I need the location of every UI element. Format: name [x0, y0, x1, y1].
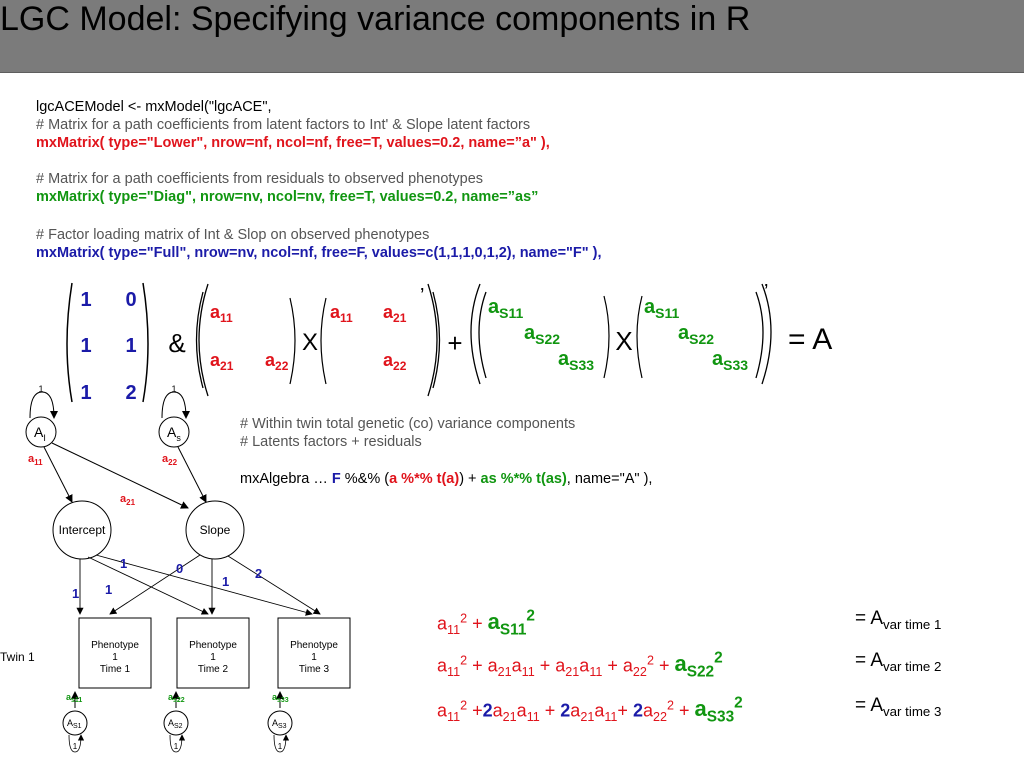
- svg-text:a21: a21: [120, 493, 136, 507]
- svg-text:Intercept: Intercept: [59, 523, 106, 537]
- f-cell-31: 1: [80, 382, 91, 404]
- svg-text:1: 1: [278, 742, 283, 751]
- equation-time-3: a112 +2a21a11 + 2a21a11+ 2a222 + aS332: [437, 695, 743, 726]
- code-comment-as: # Matrix for a path coefficients from re…: [36, 171, 484, 187]
- svg-text:1: 1: [311, 652, 317, 663]
- phenotype-box-1: [78, 617, 152, 689]
- code-line-model: lgcACEModel <- mxModel("lgcACE",: [36, 99, 272, 115]
- f-cell-22: 1: [125, 335, 136, 357]
- svg-text:AI: AI: [34, 424, 46, 443]
- equation-time-1: a112 + aS112: [437, 608, 535, 639]
- svg-text:As: As: [167, 424, 181, 443]
- ampersand-operator: &: [168, 328, 185, 358]
- svg-text:Phenotype: Phenotype: [290, 640, 338, 651]
- svg-text:Time 1: Time 1: [100, 664, 131, 675]
- node-ai: [25, 416, 57, 448]
- svg-text:1: 1: [174, 742, 179, 751]
- svg-text:a22: a22: [265, 350, 289, 373]
- svg-text:aS33: aS33: [712, 348, 748, 373]
- algebra-comment-1: # Within twin total genetic (co) varianc…: [240, 416, 576, 432]
- svg-text:Phenotype: Phenotype: [91, 640, 139, 651]
- svg-text:a21: a21: [210, 350, 234, 373]
- f-cell-21: 1: [80, 335, 91, 357]
- svg-text:aS33: aS33: [558, 348, 594, 373]
- f-cell-32: 2: [125, 382, 136, 404]
- svg-text:1: 1: [73, 742, 78, 751]
- svg-text:as11: as11: [66, 692, 82, 704]
- svg-text:a11: a11: [330, 302, 353, 325]
- svg-text:aS22: aS22: [524, 322, 560, 347]
- rhs-time-1: = Avar time 1: [855, 608, 942, 632]
- matrix-a-product: a11 a21 a22 X a11 a21 a22 ’: [195, 283, 441, 397]
- algebra-comment-2: # Latents factors + residuals: [240, 434, 422, 450]
- loading-i2: 1: [105, 582, 112, 597]
- matrix-as-product: aS11 aS22 aS33 X aS11 aS22 aS33 ’: [470, 281, 772, 385]
- matrix-f: 1 0 1 1 1 2: [66, 282, 149, 404]
- node-intercept: [52, 500, 112, 560]
- twin-label: Twin 1: [0, 650, 35, 664]
- phenotype-box-2: [176, 617, 250, 689]
- svg-text:a22: a22: [383, 350, 407, 373]
- title-bar: LGC Model: Specifying variance component…: [0, 0, 1024, 73]
- code-comment-a: # Matrix for a path coefficients from la…: [36, 117, 531, 133]
- svg-text:aS11: aS11: [644, 296, 679, 321]
- slide-title: LGC Model: Specifying variance component…: [0, 0, 751, 38]
- svg-text:1: 1: [38, 384, 43, 394]
- node-slope: [185, 500, 245, 560]
- times-operator-1: X: [302, 329, 318, 356]
- loading-i3: 1: [120, 556, 127, 571]
- node-as3: [267, 710, 293, 736]
- loading-s3: 2: [255, 566, 262, 581]
- loading-s1: 0: [176, 561, 183, 576]
- code-matrix-as: mxMatrix( type="Diag", nrow=nv, ncol=nv,…: [36, 189, 539, 205]
- phenotype-box-3: [277, 617, 351, 689]
- svg-text:aS22: aS22: [678, 322, 714, 347]
- svg-text:Time 2: Time 2: [198, 664, 229, 675]
- rhs-time-2: = Avar time 2: [855, 650, 942, 674]
- transpose-mark-1: ’: [420, 285, 424, 307]
- plus-operator: +: [447, 328, 462, 358]
- f-cell-12: 0: [125, 289, 136, 311]
- equals-a: = A: [788, 323, 832, 356]
- svg-text:a11: a11: [28, 453, 43, 467]
- code-matrix-f: mxMatrix( type="Full", nrow=nv, ncol=nf,…: [36, 245, 602, 261]
- loading-i1: 1: [72, 586, 79, 601]
- svg-text:a22: a22: [162, 453, 178, 467]
- svg-text:Time 3: Time 3: [299, 664, 330, 675]
- svg-text:a11: a11: [210, 302, 233, 325]
- svg-text:a21: a21: [383, 302, 407, 325]
- svg-text:1: 1: [171, 384, 176, 394]
- node-as: [158, 416, 190, 448]
- equation-time-2: a112 + a21a11 + a21a11 + a222 + aS222: [437, 650, 723, 681]
- code-comment-f: # Factor loading matrix of Int & Slop on…: [36, 227, 430, 243]
- times-operator-2: X: [615, 326, 632, 356]
- f-cell-11: 1: [80, 289, 91, 311]
- rhs-time-3: = Avar time 3: [855, 695, 942, 719]
- code-matrix-a: mxMatrix( type="Lower", nrow=nf, ncol=nf…: [36, 135, 550, 151]
- svg-text:Slope: Slope: [200, 523, 231, 537]
- node-as1: [62, 710, 88, 736]
- svg-text:aS11: aS11: [488, 296, 523, 321]
- path-diagram: 1 1 AI As a11 a22 a21 Intercept Slope 1 …: [0, 384, 351, 753]
- loading-s2: 1: [222, 574, 229, 589]
- algebra-line: mxAlgebra … F %&% (a %*% t(a)) + as %*% …: [240, 471, 653, 487]
- node-as2: [163, 710, 189, 736]
- svg-text:Phenotype: Phenotype: [189, 640, 237, 651]
- svg-text:1: 1: [210, 652, 216, 663]
- svg-text:1: 1: [112, 652, 118, 663]
- transpose-mark-2: ’: [764, 281, 768, 303]
